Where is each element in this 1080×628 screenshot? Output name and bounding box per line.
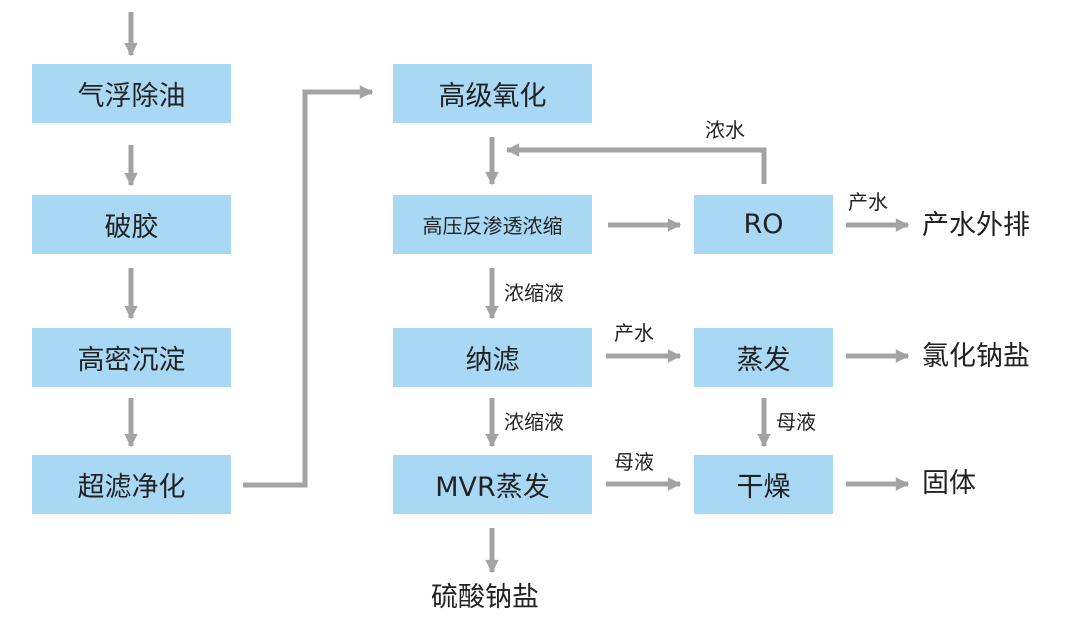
output-sodium-chloride: 氯化钠盐 [922,341,1030,372]
edge-label-nf-concentrate: 浓缩液 [504,410,564,434]
edge-label-nf-product: 产水 [614,321,654,345]
node-ro: RO [694,195,833,254]
edge-label-ro-concentrate: 浓水 [705,118,745,142]
output-sodium-sulfate: 硫酸钠盐 [431,582,539,613]
output-solid: 固体 [922,468,976,499]
node-drying: 干燥 [694,455,833,514]
output-water-discharge: 产水外排 [922,210,1030,241]
node-evaporation: 蒸发 [694,328,833,387]
arrow-ro-concentrate-return [505,143,767,184]
node-hp-ro-concentration: 高压反渗透浓缩 [393,195,592,254]
node-demulsify: 破胶 [32,195,231,254]
arrow-uf-to-oxidation [243,85,374,488]
node-high-density-settling: 高密沉淀 [32,328,231,387]
edge-label-evap-mother-liquor: 母液 [776,410,816,434]
edge-label-hp-concentrate: 浓缩液 [504,281,564,305]
edge-label-mvr-mother-liquor: 母液 [614,450,654,474]
node-nanofiltration: 纳滤 [393,328,592,387]
node-mvr-evaporation: MVR蒸发 [393,455,592,514]
edge-label-ro-product: 产水 [848,190,888,214]
node-ultrafiltration: 超滤净化 [32,455,231,514]
node-advanced-oxidation: 高级氧化 [393,64,592,123]
node-air-flotation: 气浮除油 [32,64,231,123]
